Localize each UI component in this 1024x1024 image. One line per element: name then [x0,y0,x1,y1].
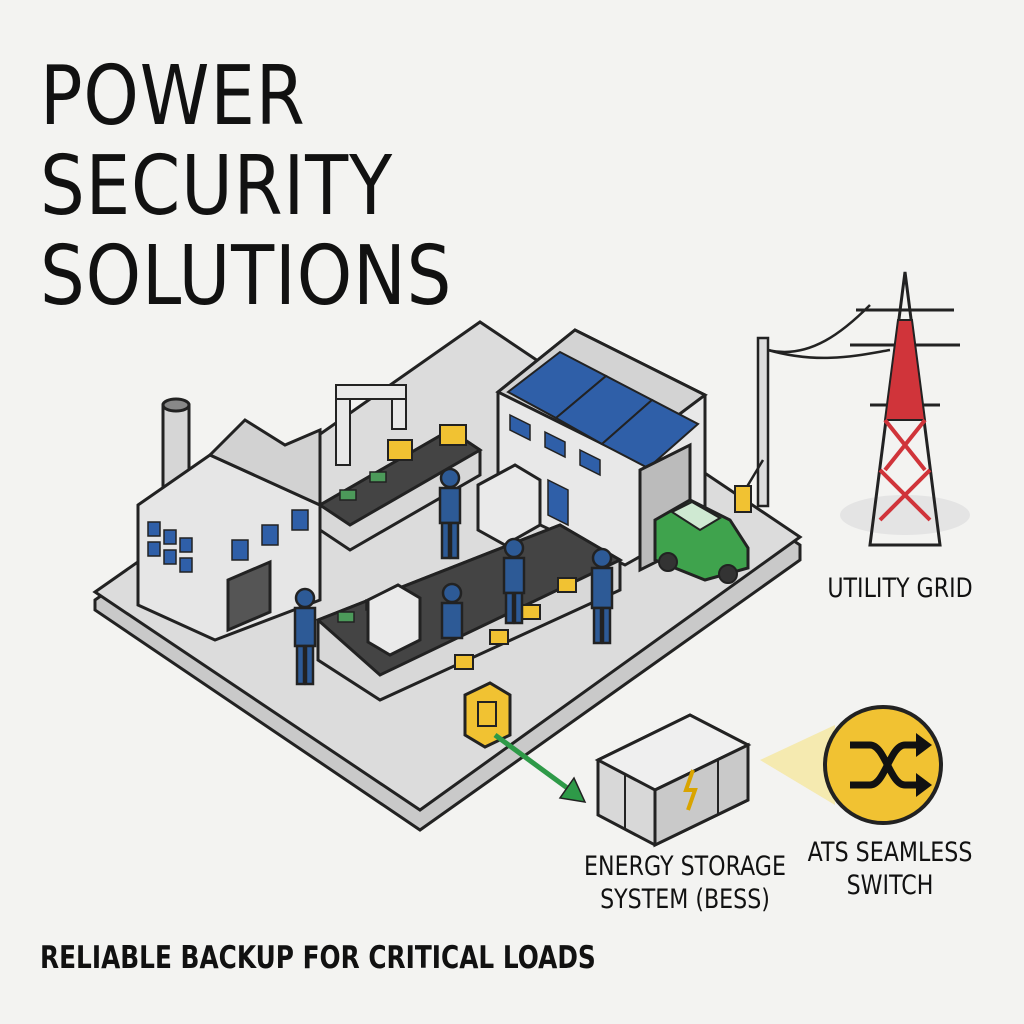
shuffle-switch-icon [760,705,943,825]
worker [440,582,464,640]
workers [293,467,614,686]
conveyor-belts [315,384,624,702]
solar-building [495,328,708,573]
flow-arrow [493,732,587,803]
bess-label-line-2: SYSTEM (BESS) [600,884,770,915]
bess-label-line-1: ENERGY STORAGE [584,851,786,882]
transmission-tower-icon [840,271,970,547]
title-line-2: SOLUTIONS [40,229,453,324]
battery-cabinet-icon [594,713,752,848]
switch-box-icon [463,681,512,749]
worker [502,537,526,625]
electric-car-icon [653,498,750,584]
title-line-1: POWER SECURITY [40,49,394,234]
bess-label: ENERGY STORAGE SYSTEM (BESS) [566,850,804,916]
page-title: POWER SECURITY SOLUTIONS [40,52,608,322]
footer-tagline: RELIABLE BACKUP FOR CRITICAL LOADS [40,940,596,976]
utility-grid-label: UTILITY GRID [827,573,973,604]
worker [438,467,462,560]
ats-label: ATS SEAMLESS SWITCH [792,836,989,902]
worker [293,587,317,686]
ats-label-line-2: SWITCH [846,870,934,901]
solar-panel-icon [506,350,700,470]
factory-icon [136,397,322,642]
ats-label-line-1: ATS SEAMLESS [807,837,973,868]
utility-pole [734,304,891,513]
worker [590,547,614,645]
